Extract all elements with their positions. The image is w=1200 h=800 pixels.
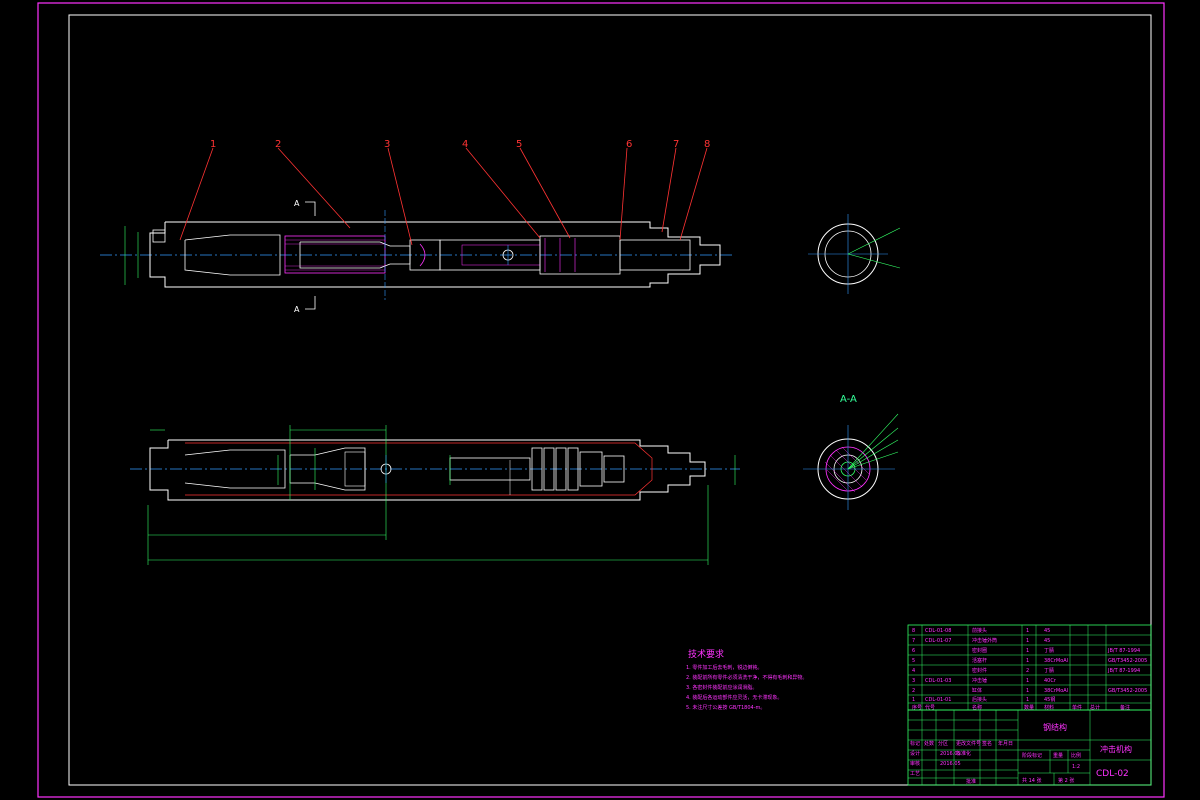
table-cell-text: 缸体 (972, 687, 982, 694)
table-cell-text: 标记 (910, 740, 920, 747)
table-cell-text: 6 (912, 648, 915, 654)
tech-req-item: 4. 装配后各运动部件应灵活，无卡滞现象。 (686, 694, 782, 701)
table-cell-text: 38CrMoAl (1044, 658, 1068, 664)
table-cell-text: 批准 (966, 778, 976, 785)
scale-value: 1:2 (1072, 764, 1080, 770)
table-cell-text: 活塞杆 (972, 657, 987, 664)
drawing-number: CDL-02 (1096, 769, 1129, 779)
table-cell-text: 45 (1044, 628, 1050, 634)
table-cell-text: 年月日 (998, 740, 1013, 747)
callout-7: 7 (673, 139, 679, 150)
outer-frame (37, 2, 1165, 798)
table-cell-text: 38CrMoAl (1044, 688, 1068, 694)
table-cell-text: 材料 (1044, 704, 1054, 711)
table-cell-text: 处数 (924, 740, 934, 747)
table-cell-text: 1 (912, 697, 915, 703)
table-cell-text: 总计 (1090, 704, 1100, 711)
table-cell-text: 签名 (982, 740, 992, 747)
table-cell-text: CDL-01-07 (925, 638, 951, 644)
table-cell-text: 数量 (1024, 704, 1034, 711)
table-cell-text: JB/T 87-1994 (1107, 648, 1140, 654)
callout-8: 8 (704, 139, 710, 150)
tech-req-item: 3. 各密封件装配前应涂润滑脂。 (686, 684, 757, 691)
table-cell-text: 阶段标记 (1022, 752, 1042, 759)
drawing-name: 冲击机构 (1100, 744, 1132, 754)
table-cell-text: 1 (1026, 648, 1029, 654)
table-cell-text: 2 (912, 688, 915, 694)
table-cell-text: 更改文件号 (956, 740, 981, 747)
table-cell-text: 丁腈 (1044, 647, 1054, 654)
table-cell-text: 分区 (938, 740, 948, 747)
table-cell-text: 8 (912, 628, 915, 634)
callout-3: 3 (384, 139, 390, 150)
table-cell-text: 密封件 (972, 667, 987, 674)
callout-5: 5 (516, 139, 522, 150)
table-cell-text: 40Cr (1044, 678, 1057, 684)
tech-req-item: 1. 零件加工后去毛刺，锐边倒钝。 (686, 664, 762, 671)
table-cell-text: 序号 (912, 704, 922, 711)
callout-2: 2 (275, 139, 281, 150)
table-cell-text: 代号 (925, 704, 935, 711)
table-cell-text: 设计 (910, 750, 920, 757)
bottom-section-view (130, 425, 740, 565)
table-cell-text: GB/T3452-2005 (1108, 688, 1147, 694)
table-cell-text: 1 (1026, 638, 1029, 644)
material-label: 钢结构 (1043, 722, 1067, 732)
table-cell-text: 冲击锤 (972, 677, 987, 684)
tech-req-title: 技术要求 (688, 648, 724, 660)
table-cell-text: 后接头 (972, 696, 987, 703)
table-cell-text: 3 (912, 678, 915, 684)
table-cell-text: 45 (1044, 638, 1050, 644)
sheet-number: 第 2 张 (1058, 777, 1074, 784)
section-aa-view: A-A (803, 394, 899, 510)
callout-4: 4 (462, 139, 468, 150)
title-block: 钢结构 冲击机构 CDL-02 1:2 共 14 张 第 2 张 2016.05… (907, 709, 1152, 786)
table-cell-text: GB/T3452-2005 (1108, 658, 1147, 664)
table-cell-text: 单件 (1072, 704, 1082, 711)
table-cell-text: 7 (912, 638, 915, 644)
table-cell-text: 1 (1026, 678, 1029, 684)
bom-table: 8 CDL-01-08 前接头 1 45 7 CDL-01-07 冲击锤外筒 1… (907, 624, 1152, 711)
table-cell-text: 密封圈 (972, 647, 987, 654)
callout-1: 1 (210, 139, 216, 150)
check-date: 2016.05 (940, 761, 961, 767)
table-cell-text: 1 (1026, 697, 1029, 703)
end-view-circle (808, 214, 901, 294)
section-aa-title: A-A (840, 394, 857, 405)
design-date: 2016.05 (940, 751, 961, 757)
table-cell-text: 重量 (1053, 752, 1063, 759)
table-cell-text: 备注 (1120, 704, 1130, 711)
sheet-total: 共 14 张 (1022, 777, 1042, 784)
table-cell-text: 1 (1026, 628, 1029, 634)
table-cell-text: CDL-01-03 (925, 678, 951, 684)
table-cell-text: 2 (1026, 668, 1029, 674)
table-cell-text: CDL-01-08 (925, 628, 951, 634)
table-cell-text: 工艺 (910, 771, 920, 777)
table-cell-text: 冲击锤外筒 (972, 637, 997, 644)
tech-requirements: 技术要求 1. 零件加工后去毛刺，锐边倒钝。 2. 装配前所有零件必须清洗干净，… (686, 648, 807, 711)
table-cell-text: JB/T 87-1994 (1107, 668, 1140, 674)
table-cell-text: 丁腈 (1044, 667, 1054, 674)
inner-frame (68, 14, 1152, 786)
table-cell-text: 4 (912, 668, 915, 674)
table-cell-text: 名称 (972, 704, 982, 711)
table-cell-text: 5 (912, 658, 915, 664)
section-mark-top: A (294, 199, 300, 208)
table-cell-text: 1 (1026, 688, 1029, 694)
section-mark-bottom: A (294, 305, 300, 314)
table-cell-text: CDL-01-01 (925, 697, 951, 703)
table-cell-text: 45钢 (1044, 696, 1055, 703)
table-cell-text: 前接头 (972, 627, 987, 634)
table-cell-text: 1 (1026, 658, 1029, 664)
table-cell-text: 标准化 (956, 750, 971, 757)
tech-req-item: 5. 未注尺寸公差按 GB/T1804-m。 (686, 704, 765, 711)
table-cell-text: 比例 (1071, 752, 1081, 759)
tech-req-item: 2. 装配前所有零件必须清洗干净，不得有毛刺和异物。 (686, 674, 807, 681)
callout-6: 6 (626, 139, 632, 150)
table-cell-text: 审核 (910, 760, 920, 767)
top-assembly-view: 1 2 3 4 5 6 7 8 A A (100, 139, 735, 314)
